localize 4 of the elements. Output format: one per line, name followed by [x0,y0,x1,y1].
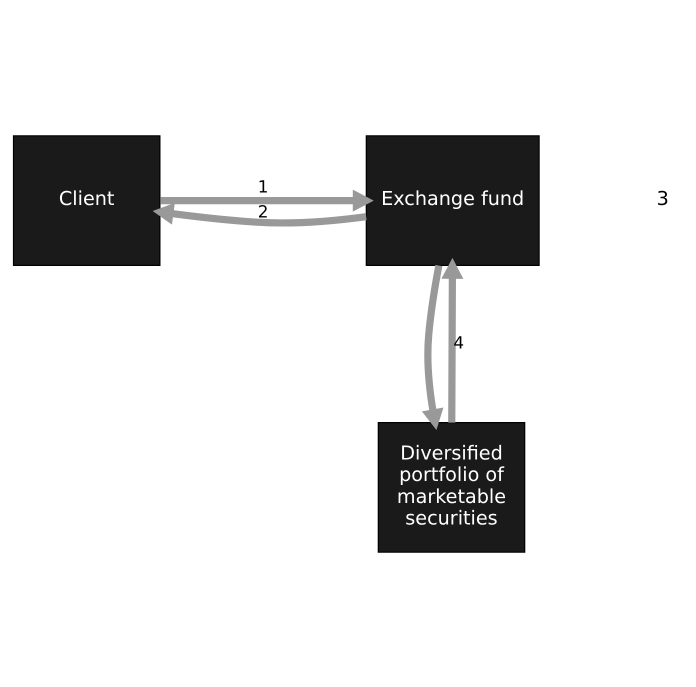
label: 3 [656,186,669,210]
edge-label: 1 [258,176,268,196]
edge-label: 2 [258,201,268,222]
edge-label: 4 [453,332,464,352]
